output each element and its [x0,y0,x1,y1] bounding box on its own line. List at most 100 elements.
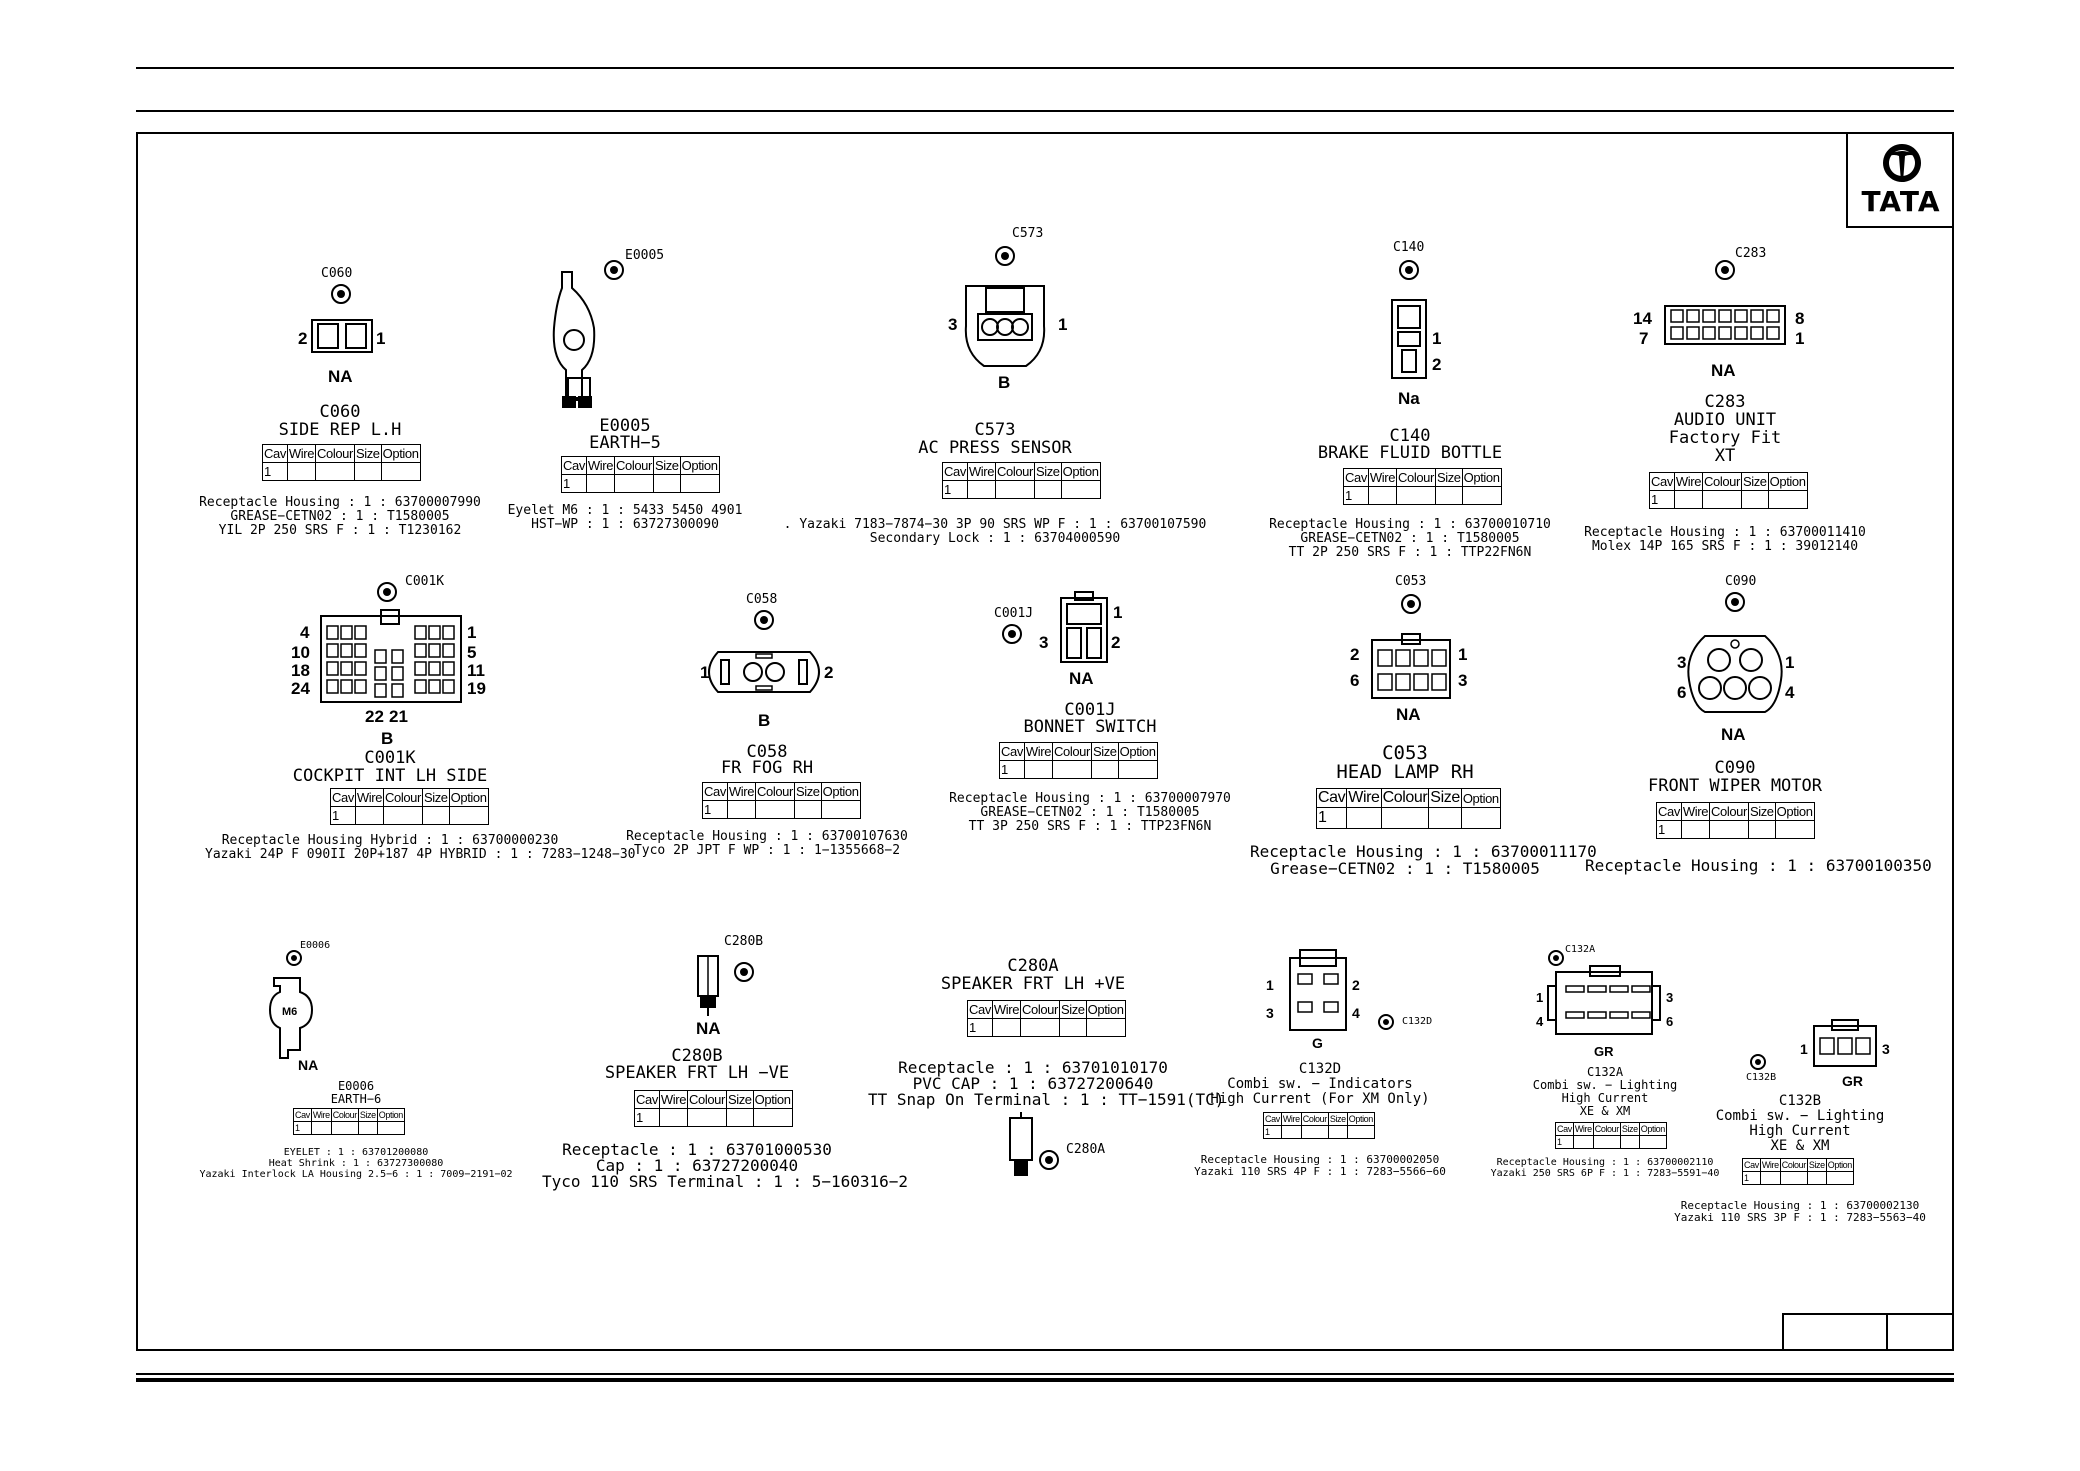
part-line: YIL 2P 250 SRS F : 1 : T1230162 [218,523,462,538]
col-size: Size [353,444,382,463]
col-colour: Colour [755,782,795,801]
connector-c283: C283 14 8 7 1 NA C283 AUDIO UNIT Factory… [1575,246,1875,566]
cavity-slot [374,666,387,681]
connector-e0006-diagram: M6 NA [268,950,318,1073]
part-line: Receptacle Housing : 1 : 63700002050 [1200,1153,1440,1166]
cavity-cell: 1 [1656,820,1682,839]
col-option: Option [1346,1112,1375,1126]
cavity-slot [1631,1011,1651,1019]
cavity-slot [414,661,427,676]
col-wire: Wire [310,1108,332,1122]
col-cav: Cav [293,1108,312,1122]
cavity-slot [1670,326,1684,340]
top-rule [136,67,1954,69]
part-line: Yazaki 24P F 090II 20P+187 4P HYBRID : 1… [205,847,636,862]
col-colour: Colour [1779,1158,1808,1172]
col-colour: Colour [1396,468,1436,487]
col-option: Option [1060,462,1101,481]
cavity-slot [340,625,353,640]
cavity-slot [374,649,387,664]
cavity-slot [1702,309,1716,323]
connector-ref-label: C001J [994,606,1034,621]
part-line: GREASE−CETN02 : 1 : T1580005 [980,805,1200,820]
pin-label: 1 [700,663,709,682]
part-line: Receptacle : 1 : 63701010170 [898,1058,1168,1077]
pin-label: 3 [948,315,957,334]
col-size: Size [1619,1122,1640,1136]
connector-c090-diagram: 3 1 6 4 NA [1677,592,1795,744]
col-option: Option [376,1108,405,1122]
housing-code: NA [328,367,353,386]
connector-name: C060 [319,402,361,422]
col-wire: Wire [1346,788,1382,808]
cavity-slot [1631,985,1651,993]
col-cav: Cav [1315,788,1348,808]
pin-label: 1 [376,329,385,348]
pin-label: 3 [1666,990,1673,1005]
connector-desc-2: Factory Fit [1668,428,1782,448]
housing-code: NA [696,1019,721,1038]
col-cav: Cav [1263,1112,1282,1126]
cavity-slot [442,679,455,694]
part-line: Heat Shrink : 1 : 63727300080 [268,1158,444,1169]
connector-desc: AC PRESS SENSOR [918,438,1072,458]
connector-desc: Combi sw. − Indicators [1227,1076,1413,1092]
cavity-slot [1609,1011,1629,1019]
cavity-cell: 1 [702,800,728,819]
pin-label: 1 [1536,990,1543,1005]
cavity-slot [1609,985,1629,993]
col-colour: Colour [330,1108,359,1122]
col-wire: Wire [1680,802,1711,821]
pin-label: 3 [1266,1005,1274,1021]
connector-c573-diagram: 3 1 B [948,246,1067,392]
connector-desc: HEAD LAMP RH [1336,761,1474,783]
pin-label: 18 [291,661,310,680]
cavity-cell: 1 [330,806,356,825]
part-line: Receptacle Housing : 1 : 63700100350 [1585,856,1932,875]
connector-c001k-diagram: 4 1 10 5 18 11 24 19 22 21 B [291,582,486,748]
col-option: Option [1825,1158,1854,1172]
part-line: Receptacle Housing : 1 : 63700011170 [1250,842,1597,861]
col-colour: Colour [1709,802,1749,821]
part-line: TT 3P 250 SRS F : 1 : TTP23FN6N [968,819,1212,834]
cavity-slot [326,643,339,658]
cavity-slot [354,661,367,676]
cavity-slot [391,666,404,681]
footer-rule-thin [136,1373,1954,1375]
housing-code: NA [1721,725,1746,744]
pin-label: 2 [298,329,307,348]
connector-name: C280B [671,1046,723,1066]
pin-label: 2 [1111,633,1120,652]
pin-label: 7 [1639,329,1648,348]
col-size: Size [1806,1158,1827,1172]
col-option: Option [679,456,720,475]
housing-code: G [1312,1035,1323,1051]
cavity-slot [1565,985,1585,993]
housing-code: NA [298,1057,318,1073]
part-line: Receptacle Housing : 1 : 63700010710 [1269,517,1551,532]
part-line: Grease−CETN02 : 1 : T1580005 [1270,859,1540,878]
connector-name: C090 [1714,758,1756,778]
col-wire: Wire [1673,472,1704,491]
pin-label: 1 [1795,329,1804,348]
part-line: Receptacle Housing : 1 : 63700011410 [1584,525,1866,540]
cavity-slot [1413,673,1429,691]
pin-label: 6 [1350,671,1359,690]
connector-desc: SIDE REP L.H [278,420,402,440]
cavity-slot [354,643,367,658]
col-size: Size [1090,742,1119,761]
col-cav: Cav [942,462,968,481]
connector-c132d: 1 2 3 4 G C132D C132D Combi sw. − Indica… [1180,944,1460,1184]
connector-ref-label: C060 [321,266,353,281]
pin-label: 19 [467,679,486,698]
housing-code: NA [1711,361,1736,380]
connector-ref-label: C283 [1735,246,1767,261]
cavity-cell: 1 [293,1121,312,1135]
part-line: Tyco 110 SRS Terminal : 1 : 5−160316−2 [542,1172,909,1191]
col-size: Size [1327,1112,1348,1126]
connector-c280a-diagram [1009,1112,1059,1176]
